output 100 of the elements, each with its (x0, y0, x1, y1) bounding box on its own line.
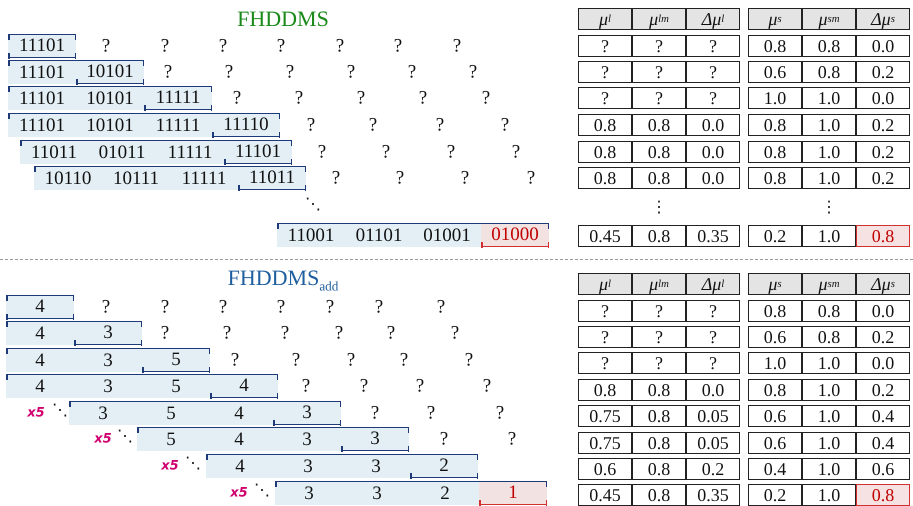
window-bar (275, 481, 547, 505)
table-cell: 0.6 (748, 432, 802, 454)
value-text: 3 (74, 322, 142, 345)
table-cell: 0.8 (802, 326, 856, 348)
unknown-mark: ? (482, 376, 492, 396)
table-cell: 0.8 (632, 405, 686, 427)
ellipsis-mark: ⋱ (185, 455, 201, 471)
table-cell: 0.8 (632, 458, 686, 480)
value-text: 3 (341, 428, 409, 451)
table-cell: 0.05 (686, 432, 740, 454)
table-cell: 0.2 (686, 458, 740, 480)
table-cell: 0.0 (856, 87, 910, 109)
unknown-mark: ? (496, 404, 504, 422)
unknown-mark: ? (526, 168, 536, 188)
unknown-mark: ? (292, 350, 300, 370)
value-text: 11101 (18, 61, 66, 84)
value-text: 3 (370, 455, 382, 478)
unknown-mark: ? (382, 142, 390, 162)
table-cell: 0.45 (578, 225, 632, 247)
table-cell: 0.8 (802, 300, 856, 322)
highlighted-chunk: 01000 (481, 224, 549, 247)
table-cell: ? (632, 35, 686, 57)
unknown-mark: ? (360, 376, 368, 396)
table-cell: 1.0 (802, 379, 856, 401)
value-text: 4 (234, 455, 246, 478)
window-bar (8, 113, 280, 137)
table-cell: ? (578, 326, 632, 348)
value-text: 11101 (224, 141, 292, 164)
table-cell: 0.4 (856, 432, 910, 454)
value-text: 4 (34, 349, 46, 372)
window-bar (20, 140, 292, 164)
section-heading: FHDDMS (237, 8, 329, 30)
unknown-mark: ? (394, 36, 402, 56)
unknown-mark: ? (416, 376, 424, 396)
unknown-mark: ? (302, 376, 310, 396)
window-bar (69, 401, 341, 425)
ellipsis-mark: ⋱ (254, 482, 270, 498)
table-cell: 0.6 (856, 458, 910, 480)
unknown-mark: ? (468, 62, 478, 82)
unknown-mark: ? (452, 36, 462, 56)
table-cell: ? (686, 87, 740, 109)
ellipsis-mark: ⋮ (821, 199, 837, 215)
unknown-mark: ? (370, 404, 380, 422)
window-bar (34, 166, 306, 190)
window-bar (8, 60, 144, 84)
value-text: 3 (371, 482, 383, 505)
table-cell: 1.0 (802, 484, 856, 506)
value-text: 4 (233, 428, 245, 451)
unknown-mark: ? (230, 350, 240, 370)
window-bar (137, 427, 409, 451)
value-text: 11111 (144, 87, 212, 110)
table-cell: 0.8 (632, 379, 686, 401)
table-cell: 1.0 (748, 352, 802, 374)
unknown-mark: ? (508, 430, 516, 448)
table-cell: 1.0 (802, 225, 856, 247)
unknown-mark: ? (218, 36, 228, 56)
value-text: 11011 (30, 141, 78, 164)
table-cell: 0.8 (578, 379, 632, 401)
table-cell: ? (632, 326, 686, 348)
window-bar (8, 86, 212, 110)
unknown-mark: ? (218, 298, 228, 316)
value-text: 10101 (85, 114, 135, 137)
table-cell: ? (686, 300, 740, 322)
value-text: 3 (273, 402, 341, 425)
table-cell: 0.8 (856, 225, 910, 247)
value-text: 5 (165, 428, 177, 451)
table-cell: 0.0 (686, 114, 740, 136)
unknown-mark: ? (426, 404, 436, 422)
value-text: 4 (233, 402, 245, 425)
section-heading: FHDDMS$_{add}$ (228, 267, 338, 289)
unknown-mark: ? (334, 324, 344, 342)
highlighted-chunk: 1 (479, 482, 547, 505)
table-cell: 1.0 (802, 141, 856, 163)
unknown-mark: ? (512, 142, 520, 162)
ellipsis-mark: ⋱ (305, 196, 321, 212)
repeat-label: x5 (161, 460, 179, 472)
unknown-mark: ? (446, 142, 456, 162)
table-cell: 0.8 (632, 141, 686, 163)
value-text: 01101 (354, 224, 404, 247)
unknown-mark: ? (396, 168, 404, 188)
value-text: 11011 (238, 167, 306, 190)
table-cell: 0.2 (856, 114, 910, 136)
value-text: 3 (97, 402, 109, 425)
table-cell: 1.0 (748, 87, 802, 109)
table-cell: 0.45 (578, 484, 632, 506)
unknown-mark: ? (326, 298, 334, 316)
table-cell: 0.8 (748, 379, 802, 401)
value-text: 3 (303, 482, 315, 505)
table-cell: ? (578, 35, 632, 57)
value-text: 5 (142, 349, 210, 372)
table-cell: 0.6 (748, 326, 802, 348)
table-cell: 0.8 (632, 167, 686, 189)
table-cell: 0.8 (632, 114, 686, 136)
unknown-mark: ? (318, 142, 326, 162)
table-cell: ? (686, 352, 740, 374)
value-text: 11111 (180, 167, 228, 190)
unknown-mark: ? (356, 88, 366, 108)
value-text: 4 (34, 375, 46, 398)
table-cell: 0.0 (856, 35, 910, 57)
unknown-mark: ? (440, 430, 448, 448)
